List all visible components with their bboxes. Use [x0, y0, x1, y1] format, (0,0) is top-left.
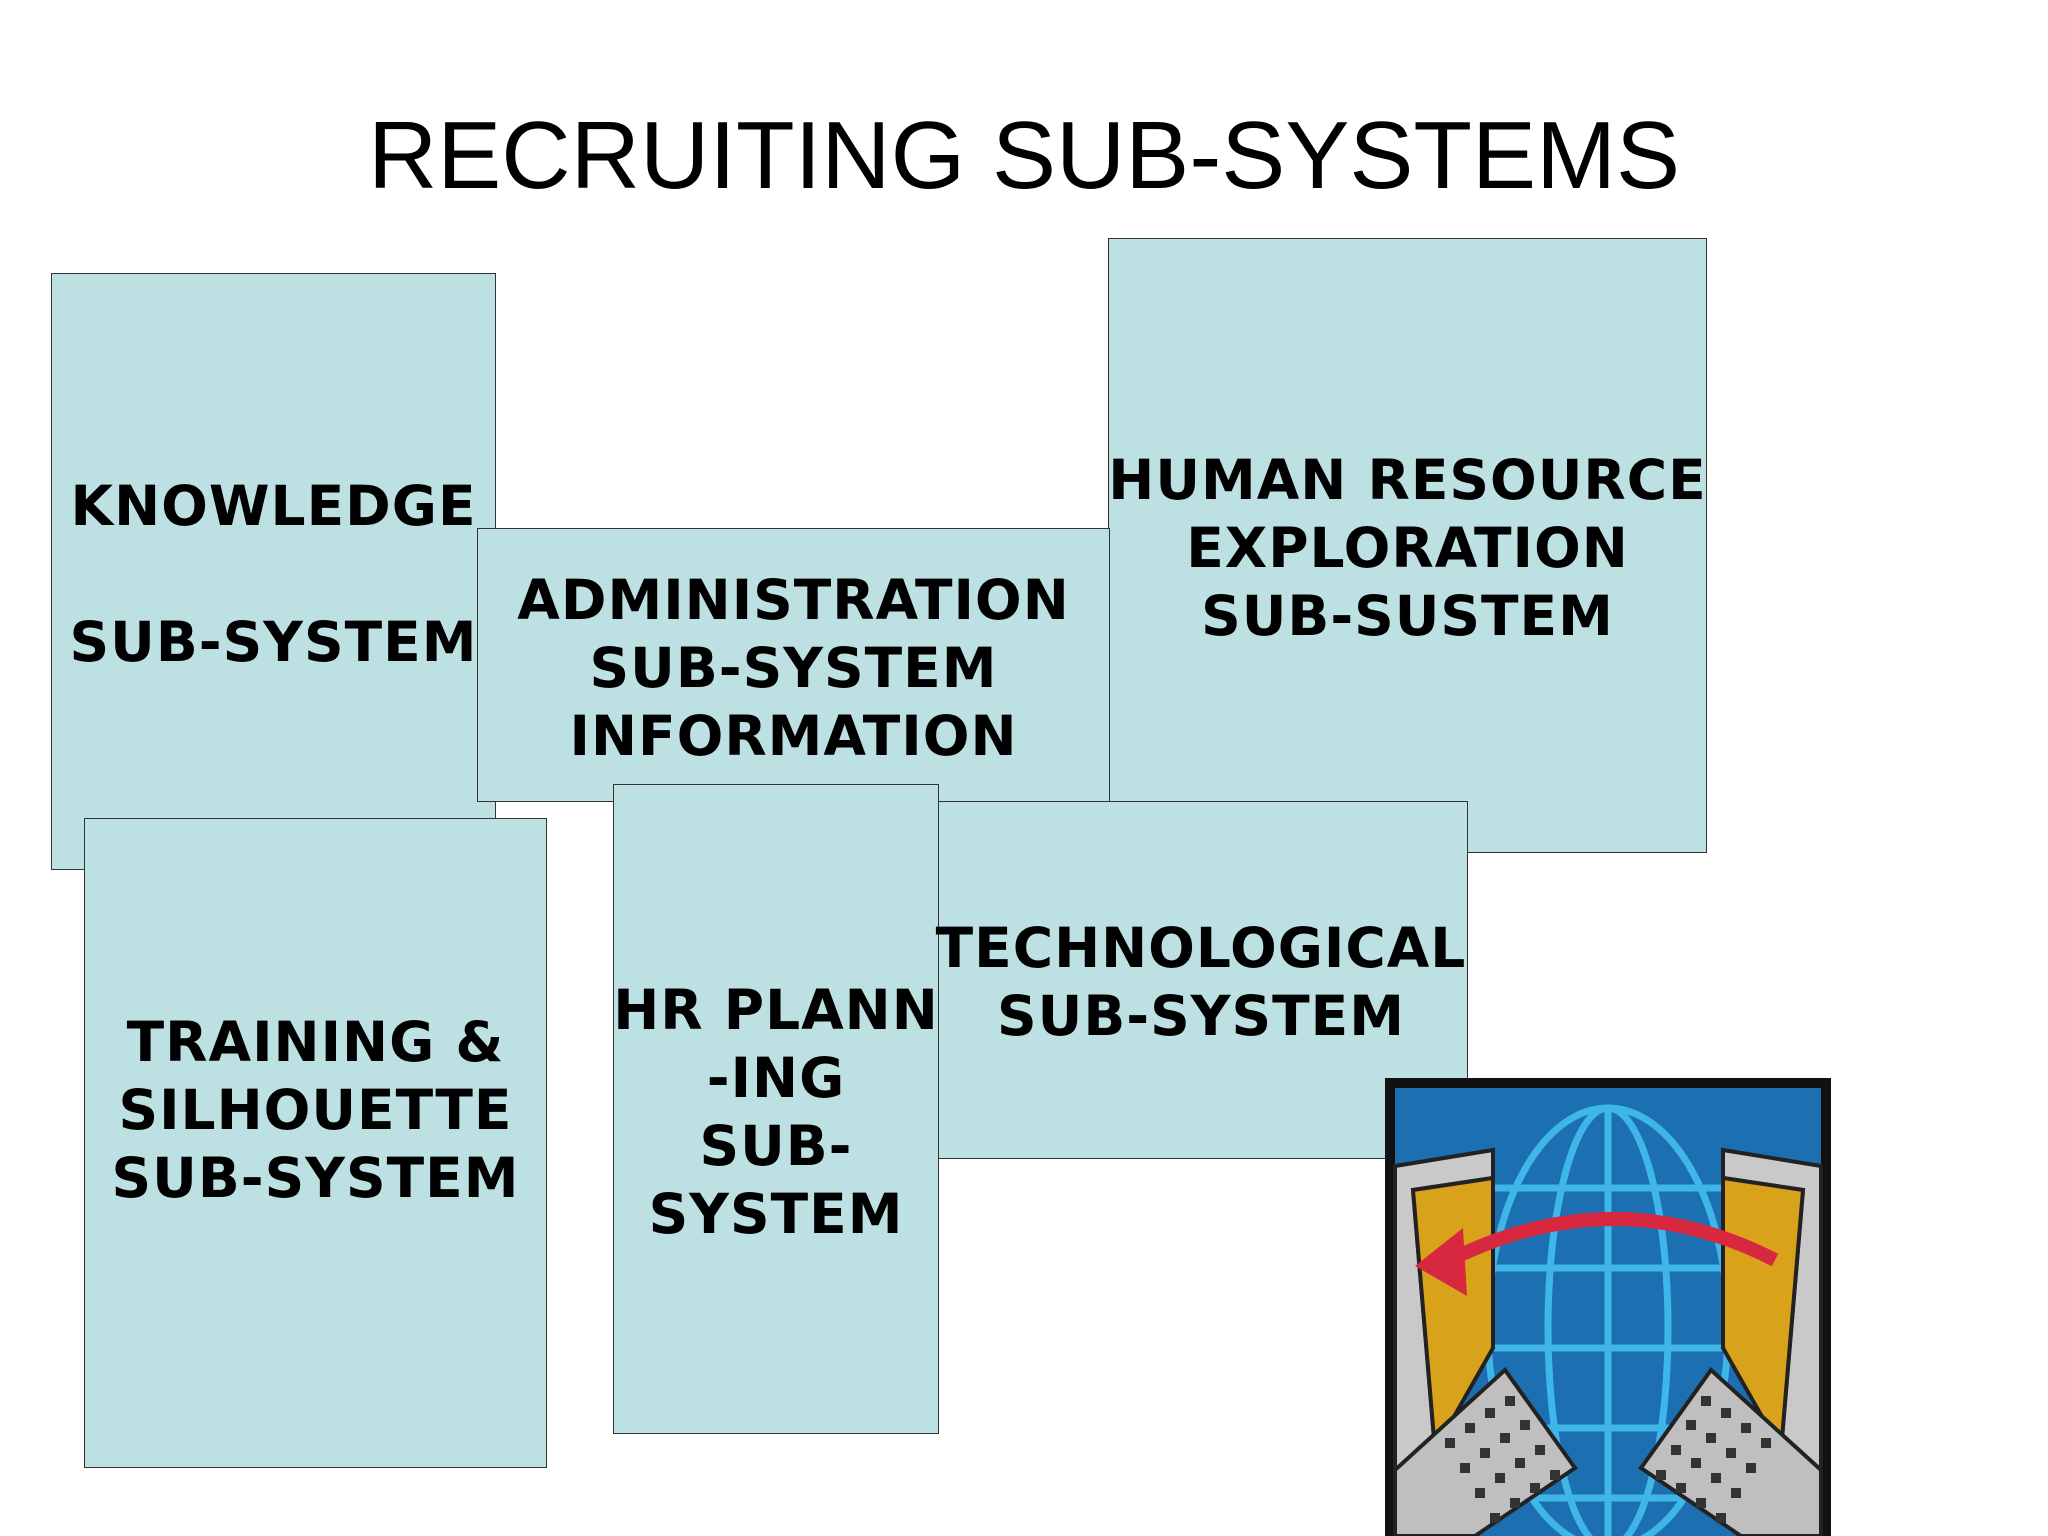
knowledge-label-line1: KNOWLEDGE [70, 474, 477, 538]
computers-globe-exchange-icon [1385, 1078, 1831, 1536]
human-resource-label-line3: SUB-SUSTEM [1201, 584, 1614, 648]
training-label-line3: SUB-SYSTEM [111, 1146, 520, 1210]
hr-planning-label-line1: HR PLANN [613, 978, 939, 1042]
knowledge-label-line2: SUB-SYSTEM [69, 610, 478, 674]
training-label: TRAINING & SILHOUETTE SUB-SYSTEM [84, 1008, 547, 1212]
training-subsystem-box [84, 818, 547, 1468]
human-resource-label-line1: HUMAN RESOURCE [1108, 448, 1707, 512]
technological-label-line2: SUB-SYSTEM [997, 984, 1405, 1048]
hr-planning-label-line4: SYSTEM [648, 1182, 904, 1246]
administration-label-line1: ADMINISTRATION [517, 568, 1070, 632]
administration-label-line2: SUB-SYSTEM [589, 636, 998, 700]
slide-title: RECRUITING SUB-SYSTEMS [367, 102, 1681, 209]
hr-planning-subsystem-box [613, 784, 939, 1434]
technological-subsystem-box [934, 801, 1468, 1159]
knowledge-label: KNOWLEDGE SUB-SYSTEM [51, 472, 496, 676]
hr-planning-label-line2: -ING [706, 1046, 846, 1110]
administration-label-line3: INFORMATION [569, 704, 1018, 768]
technological-label-line1: TECHNOLOGICAL [935, 916, 1467, 980]
human-resource-exploration-box [1108, 238, 1707, 853]
human-resource-label-line2: EXPLORATION [1186, 516, 1629, 580]
hr-planning-label: HR PLANN -ING SUB- SYSTEM [600, 976, 952, 1248]
human-resource-label: HUMAN RESOURCE EXPLORATION SUB-SUSTEM [1093, 446, 1722, 650]
knowledge-subsystem-box [51, 273, 496, 870]
training-label-line2: SILHOUETTE [118, 1078, 513, 1142]
training-label-line1: TRAINING & [126, 1010, 505, 1074]
technological-label: TECHNOLOGICAL SUB-SYSTEM [920, 914, 1482, 1050]
hr-planning-label-line3: SUB- [699, 1114, 853, 1178]
administration-label: ADMINISTRATION SUB-SYSTEM INFORMATION [477, 566, 1110, 770]
